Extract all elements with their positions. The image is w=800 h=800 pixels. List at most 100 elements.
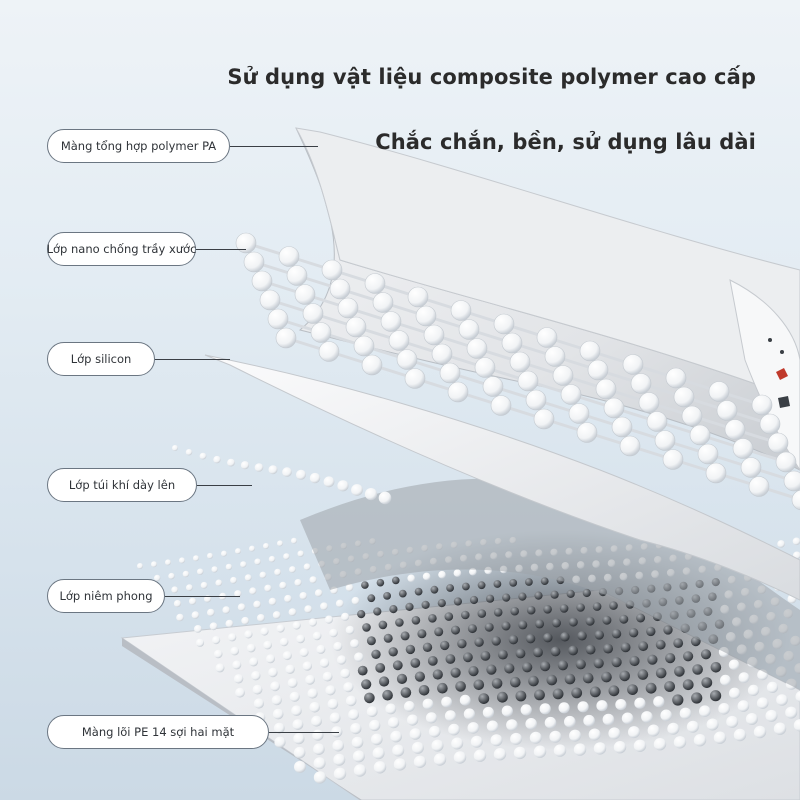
seal-bead: [302, 661, 312, 671]
seal-bead: [305, 674, 315, 685]
seal-bead: [522, 662, 533, 673]
seal-bead: [455, 681, 466, 692]
seal-bead: [230, 576, 237, 584]
seal-bead: [354, 652, 364, 662]
seal-bead: [293, 746, 306, 759]
seal-bead: [173, 600, 182, 608]
seal-bead: [186, 584, 193, 591]
lattice-node: [517, 370, 539, 392]
seal-bead: [241, 616, 250, 625]
seal-bead: [585, 616, 595, 626]
lattice-node: [431, 343, 453, 365]
seal-bead: [297, 550, 304, 557]
lattice-node: [579, 340, 601, 362]
seal-bead: [307, 688, 318, 699]
seal-bead: [634, 697, 646, 709]
seal-bead: [232, 660, 242, 670]
lattice-node: [740, 457, 762, 478]
lattice-node: [576, 422, 598, 443]
seal-bead: [638, 641, 649, 652]
seal-bead: [491, 678, 503, 689]
lattice-node: [482, 376, 504, 397]
seal-bead: [699, 705, 711, 717]
seal-bead: [559, 604, 569, 613]
seal-bead: [249, 587, 257, 595]
seal-bead: [179, 557, 185, 564]
seal-bead: [592, 602, 602, 611]
seal-bead: [627, 684, 638, 695]
seal-bead: [348, 709, 359, 721]
lattice-node: [267, 308, 289, 330]
strand-bead: [309, 472, 321, 484]
label-silicon-layer: Lớp silicon: [47, 342, 155, 376]
leader-line-air-pocket: [197, 485, 252, 486]
seal-bead: [421, 600, 430, 610]
seal-bead: [525, 578, 533, 586]
lattice-node: [673, 386, 695, 408]
seal-bead: [314, 589, 323, 597]
seal-bead: [369, 719, 381, 732]
seal-bead: [333, 767, 347, 780]
seal-bead: [398, 589, 407, 598]
seal-bead: [469, 595, 479, 605]
seal-bead: [682, 679, 694, 691]
seal-bead: [215, 663, 225, 673]
seal-bead: [564, 673, 576, 685]
seal-bead: [546, 674, 558, 686]
seal-bead: [467, 722, 480, 734]
seal-bead: [560, 632, 570, 642]
seal-bead: [285, 664, 295, 674]
seal-bead: [194, 625, 202, 633]
lattice-node: [501, 332, 523, 354]
seal-bead: [433, 753, 447, 766]
seal-bead: [259, 571, 267, 579]
seal-bead: [428, 725, 441, 738]
seal-bead: [534, 689, 545, 701]
seal-bead: [585, 644, 596, 655]
lattice-node: [622, 354, 644, 375]
lattice-node: [791, 489, 800, 511]
strand-bead: [254, 463, 264, 472]
lattice-node: [732, 438, 754, 459]
seal-bead: [683, 651, 694, 662]
seal-bead: [296, 634, 305, 644]
seal-bead: [491, 636, 501, 646]
leader-line-silicon: [155, 359, 230, 360]
seal-bead: [508, 635, 519, 645]
strand-bead: [323, 476, 335, 488]
seal-bead: [333, 753, 346, 766]
seal-bead: [434, 627, 444, 637]
seal-bead: [486, 664, 497, 675]
seal-bead: [309, 702, 321, 713]
seal-bead: [583, 714, 595, 727]
seal-bead: [204, 595, 212, 603]
strand-bead: [268, 465, 278, 475]
seal-bead: [528, 675, 539, 687]
lattice-node: [708, 381, 730, 402]
lattice-node: [646, 411, 668, 432]
seal-bead: [493, 748, 507, 761]
lattice-node: [423, 324, 445, 346]
lattice-node: [560, 384, 582, 405]
seal-bead: [304, 605, 313, 613]
seal-bead: [510, 606, 519, 616]
seal-bead: [273, 722, 285, 734]
seal-bead: [357, 610, 366, 619]
seal-bead: [341, 612, 350, 621]
seal-bead: [603, 643, 613, 654]
seal-bead: [543, 633, 553, 643]
label-air-pocket-layer: Lớp túi khí dày lên: [47, 468, 197, 502]
lattice-node: [490, 395, 512, 416]
seal-bead: [473, 679, 485, 691]
lattice-node: [466, 338, 488, 359]
seal-bead: [385, 703, 397, 715]
seal-bead: [477, 581, 486, 590]
seal-bead: [510, 732, 523, 745]
seal-bead: [673, 638, 684, 648]
lattice-node: [509, 351, 531, 373]
top-film-back: [295, 127, 800, 401]
seal-bead: [254, 558, 261, 565]
strand-bead: [199, 452, 207, 460]
seal-bead: [376, 578, 385, 587]
seal-bead: [411, 741, 424, 754]
